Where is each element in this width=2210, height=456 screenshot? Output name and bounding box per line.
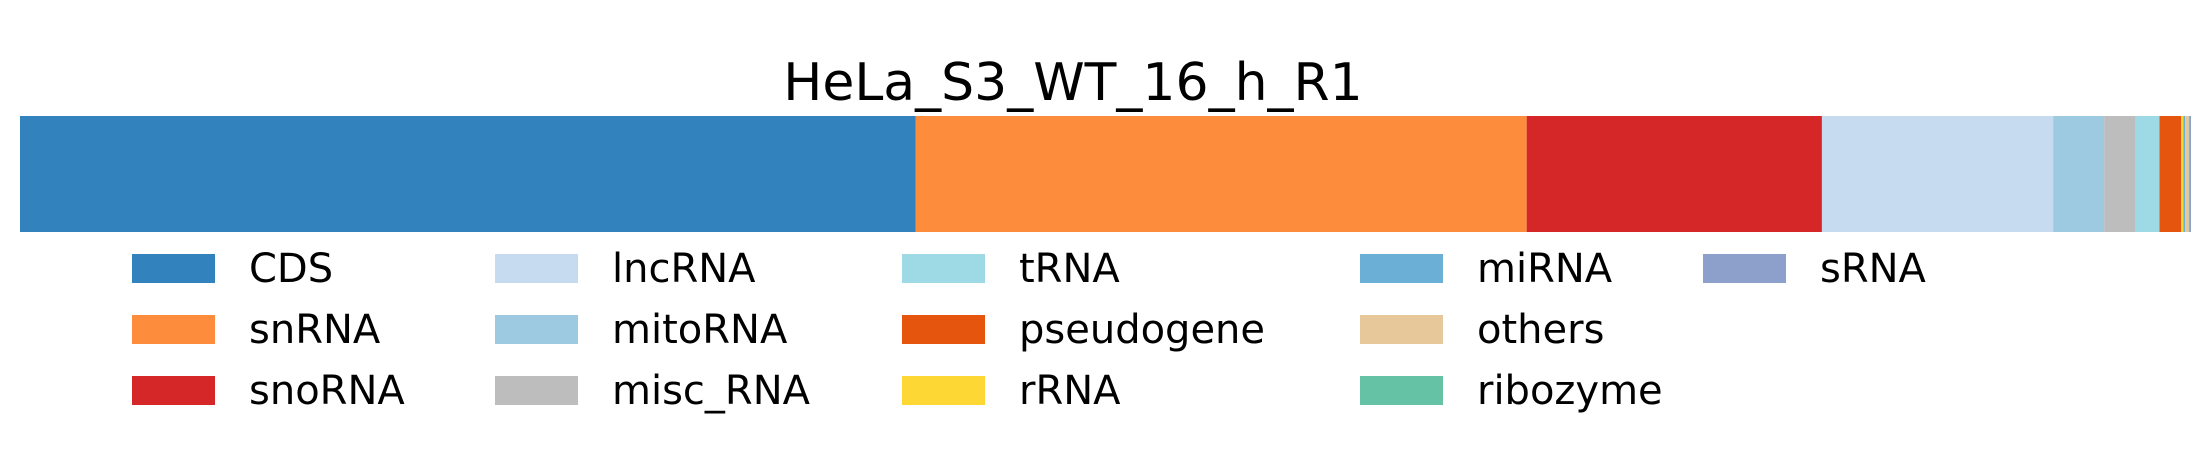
bar-segment-rrna (2181, 116, 2184, 232)
legend-item-rrna: rRNA (902, 368, 1121, 414)
legend-item-ribozyme: ribozyme (1360, 368, 1663, 414)
legend-item-srna: sRNA (1703, 246, 1927, 292)
stacked-bar (20, 116, 2191, 232)
legend-swatch (495, 315, 578, 344)
legend-item-others: others (1360, 307, 1604, 353)
legend-item-misc-rna: misc_RNA (495, 368, 811, 414)
bar-segment-snrna (915, 116, 1527, 232)
legend-swatch (495, 376, 578, 405)
legend-swatch (1703, 254, 1786, 283)
bar-segment-snorna (1526, 116, 1822, 232)
legend-label: snRNA (249, 307, 381, 353)
legend-item-snorna: snoRNA (132, 368, 405, 414)
legend-label: miRNA (1477, 246, 1613, 292)
legend-swatch (132, 315, 215, 344)
legend-label: others (1477, 307, 1604, 353)
legend-swatch (902, 315, 985, 344)
legend-item-mirna: miRNA (1360, 246, 1613, 292)
legend-swatch (495, 254, 578, 283)
legend-swatch (1360, 376, 1443, 405)
bar-segment-pseudogene (2159, 116, 2182, 232)
bar-segment-others (2185, 116, 2189, 232)
bar-segment-cds (20, 116, 916, 232)
legend-swatch (1360, 315, 1443, 344)
legend-item-mitorna: mitoRNA (495, 307, 788, 353)
bar-segment-lncrna (1821, 116, 2054, 232)
legend: CDS snRNA snoRNA lncRNA mitoRNA misc_RNA tRNA p… (132, 246, 1927, 414)
bar-segment-ribozyme (2188, 116, 2190, 232)
legend-item-lncrna: lncRNA (495, 246, 756, 292)
legend-swatch (132, 254, 215, 283)
bar-segment-trna (2135, 116, 2160, 232)
legend-label: tRNA (1019, 246, 1120, 292)
bar-segment-misc-rna (2104, 116, 2136, 232)
legend-label: rRNA (1019, 368, 1121, 414)
bar-segment-srna (2189, 116, 2191, 232)
legend-label: CDS (249, 246, 333, 292)
legend-item-trna: tRNA (902, 246, 1120, 292)
legend-label: misc_RNA (612, 368, 811, 414)
legend-swatch (902, 254, 985, 283)
legend-swatch (1360, 254, 1443, 283)
legend-label: snoRNA (249, 368, 405, 414)
legend-label: mitoRNA (612, 307, 788, 353)
legend-label: ribozyme (1477, 368, 1663, 414)
bar-segment-mirna (2183, 116, 2186, 232)
legend-label: lncRNA (612, 246, 756, 292)
legend-label: pseudogene (1019, 307, 1265, 353)
legend-label: sRNA (1820, 246, 1927, 292)
legend-item-snrna: snRNA (132, 307, 381, 353)
legend-item-cds: CDS (132, 246, 333, 292)
chart-title: HeLa_S3_WT_16_h_R1 (783, 53, 1363, 113)
legend-item-pseudogene: pseudogene (902, 307, 1265, 353)
legend-swatch (132, 376, 215, 405)
legend-swatch (902, 376, 985, 405)
bar-segment-mitorna (2053, 116, 2105, 232)
